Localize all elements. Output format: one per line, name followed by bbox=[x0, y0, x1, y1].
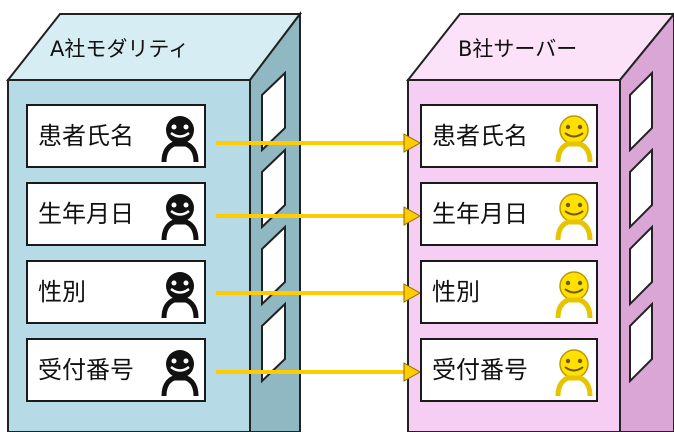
b-field-birthdate: 生年月日 bbox=[432, 200, 528, 228]
a-field-reception-no: 受付番号 bbox=[38, 356, 134, 384]
building-b-window bbox=[629, 147, 653, 230]
yellow-smiley-icon bbox=[554, 114, 594, 166]
connector-arrows bbox=[216, 133, 422, 382]
arrow-head-icon bbox=[403, 362, 422, 382]
yellow-smiley-icon bbox=[554, 270, 594, 322]
building-a-window bbox=[261, 301, 286, 384]
building-a-title: A社モダリティ bbox=[50, 37, 190, 61]
yellow-smiley-icon bbox=[554, 348, 594, 400]
building-a-window bbox=[261, 70, 286, 153]
b-field-box: 受付番号 bbox=[420, 338, 598, 402]
black-smiley-icon bbox=[160, 348, 200, 400]
building-b-window bbox=[629, 301, 653, 384]
b-field-reception-no: 受付番号 bbox=[432, 356, 528, 384]
b-field-sex: 性別 bbox=[432, 278, 480, 306]
b-field-box: 生年月日 bbox=[420, 182, 598, 246]
arrow-head-icon bbox=[403, 206, 422, 226]
black-smiley-icon bbox=[160, 270, 200, 322]
building-a-window bbox=[261, 147, 286, 230]
a-field-sex: 性別 bbox=[38, 278, 86, 306]
yellow-smiley-icon bbox=[554, 192, 594, 244]
a-field-box: 生年月日 bbox=[26, 182, 206, 246]
arrow-head-icon bbox=[403, 133, 422, 153]
a-field-birthdate: 生年月日 bbox=[38, 200, 134, 228]
arrow-head-icon bbox=[403, 283, 422, 303]
black-smiley-icon bbox=[160, 114, 200, 166]
black-smiley-icon bbox=[160, 192, 200, 244]
building-b-window bbox=[629, 70, 653, 153]
building-b-window bbox=[629, 224, 653, 307]
b-field-patient-name: 患者氏名 bbox=[432, 122, 528, 150]
a-field-patient-name: 患者氏名 bbox=[38, 122, 134, 150]
building-b-title: B社サーバー bbox=[458, 37, 578, 61]
building-a-window bbox=[261, 224, 286, 307]
